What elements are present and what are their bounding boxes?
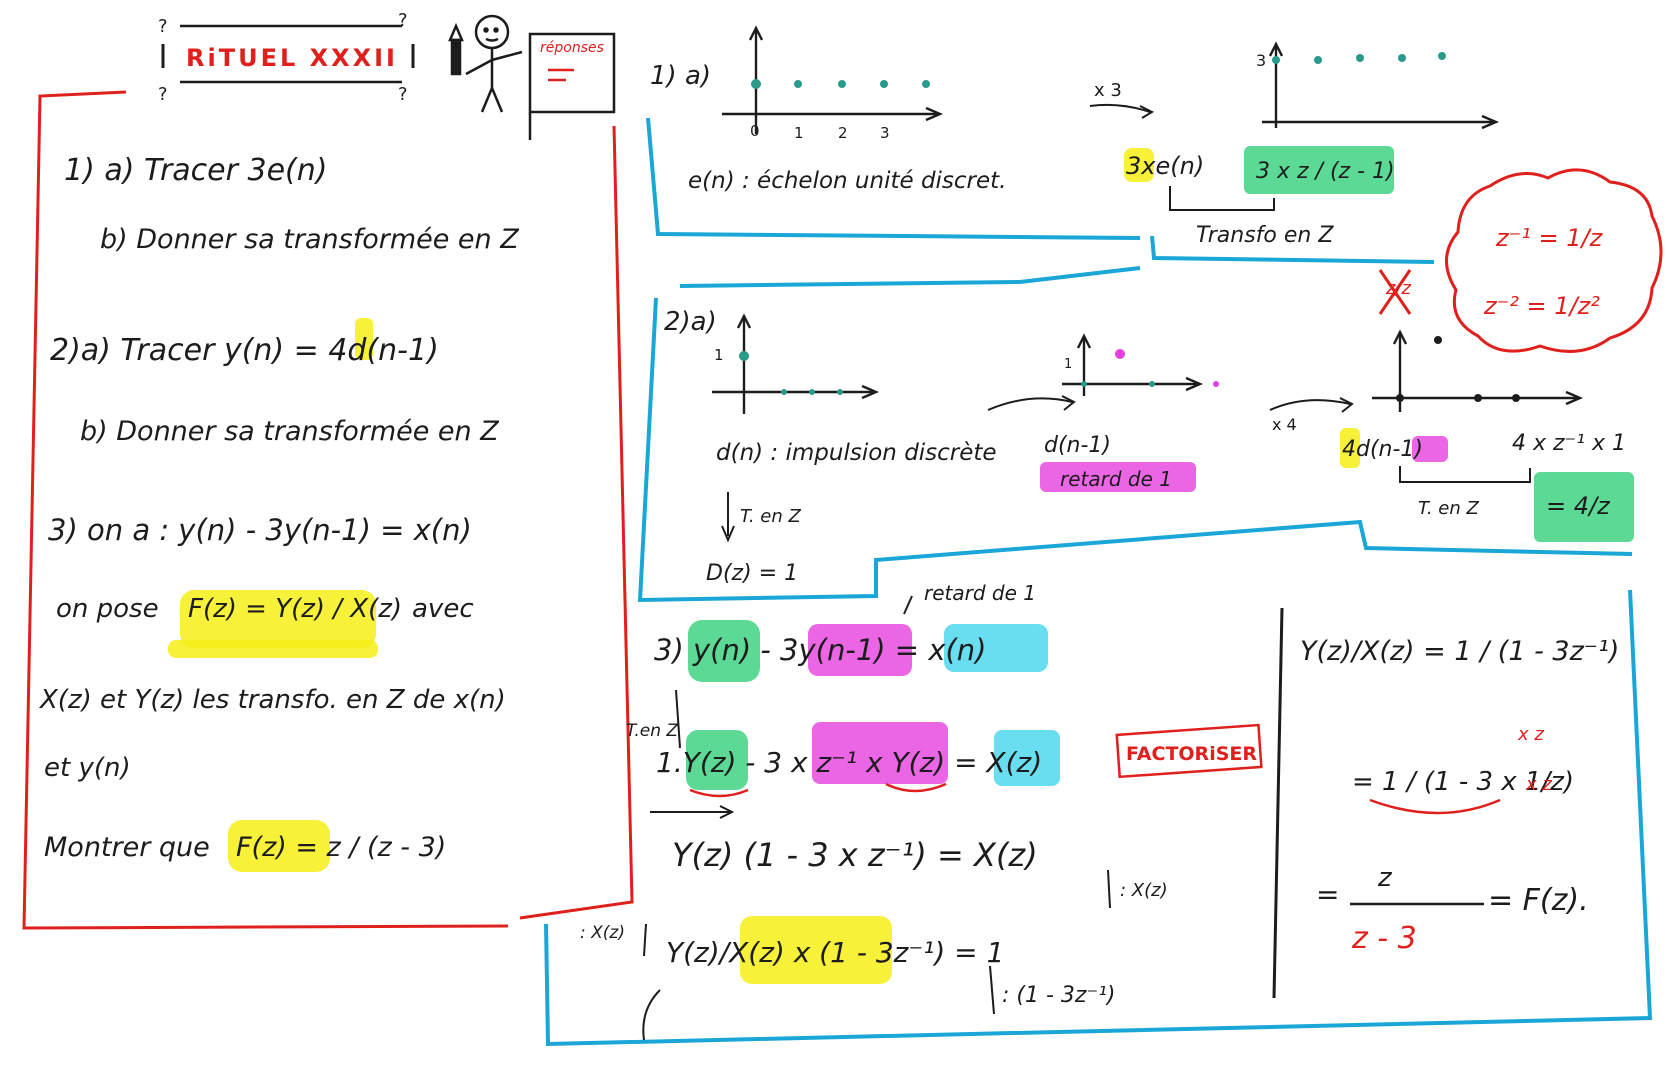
data-point xyxy=(751,79,761,89)
times-4-label: x 4 xyxy=(1272,415,1297,434)
scaled-shifted-plot xyxy=(1372,329,1584,412)
data-point xyxy=(1474,394,1482,402)
divide-by-xz: : X(z) xyxy=(1120,880,1168,901)
answer-2-panel: 2)a) 1 d(n) : impulsion discrète T. en Z… xyxy=(637,269,1634,603)
question-3-target: F(z) = z / (z - 3) xyxy=(236,832,446,863)
question-1a: 1) a) Tracer 3e(n) xyxy=(64,153,327,188)
equation-transformed: 1.Y(z) - 3 x z⁻¹ x Y(z) = X(z) xyxy=(656,746,1042,779)
answer-1-label: 1) a) xyxy=(650,61,711,91)
data-point xyxy=(880,80,888,88)
equation-divided: Y(z)/X(z) x (1 - 3z⁻¹) = 1 xyxy=(666,936,1004,969)
step-caption: e(n) : échelon unité discret. xyxy=(688,168,1007,194)
ratio-equation: Y(z)/X(z) = 1 / (1 - 3z⁻¹) xyxy=(1300,636,1619,667)
multiply-z-denominator: x z xyxy=(1525,774,1552,795)
result-numerator: z xyxy=(1377,863,1393,893)
y-tick-label: 1 xyxy=(714,346,724,364)
answer-1-panel: 1) a) 0 1 2 3 e(n) : échelon unité discr… xyxy=(646,25,1500,288)
data-point xyxy=(1396,394,1404,402)
tick-label: 3 xyxy=(880,124,890,142)
scaled-expression: 3xe(n) xyxy=(1126,152,1204,180)
shifted-transform-expression: 4 x z⁻¹ x 1 xyxy=(1512,431,1626,456)
factoriser-note: FACTORiSER xyxy=(1126,743,1257,765)
data-point xyxy=(1081,381,1087,387)
data-point xyxy=(1115,349,1125,359)
multiply-z-numerator: x z xyxy=(1517,724,1544,745)
page-title: RiTUEL XXXII xyxy=(186,44,398,72)
impulse-caption: d(n) : impulsion discrète xyxy=(716,440,997,466)
data-point xyxy=(922,80,930,88)
equation-difference: 3) y(n) - 3y(n-1) = x(n) xyxy=(654,633,987,667)
shift-note: retard de 1 xyxy=(1060,467,1172,491)
data-point xyxy=(1356,54,1364,62)
data-point xyxy=(1438,52,1446,60)
question-3-fz-definition: F(z) = Y(z) / X(z) xyxy=(188,594,402,624)
tick-label: 0 xyxy=(750,122,760,140)
responses-sign: réponses xyxy=(528,32,616,140)
data-point xyxy=(837,389,843,395)
question-3-avec: avec xyxy=(412,594,474,624)
impulse-transform: D(z) = 1 xyxy=(706,561,798,586)
question-1b: b) Donner sa transformée en Z xyxy=(100,224,519,255)
question-mark: ? xyxy=(158,16,168,37)
data-point xyxy=(1314,56,1322,64)
tick-label: 2 xyxy=(838,124,848,142)
impulse-transform-label: T. en Z xyxy=(740,506,802,527)
scaled-step-plot: 3 xyxy=(1256,41,1500,130)
answer-2-label: 2)a) xyxy=(664,307,717,337)
question-2b: b) Donner sa transformée en Z xyxy=(80,416,499,447)
shifted-impulse-plot: 1 xyxy=(1062,333,1219,396)
statement-panel: 1) a) Tracer 3e(n) b) Donner sa transfor… xyxy=(22,90,634,930)
responses-label: réponses xyxy=(540,40,604,56)
step-plot: 0 1 2 3 xyxy=(722,25,944,142)
scaled-shifted-expression: 4d(n-1) xyxy=(1342,437,1423,462)
stick-figure-icon xyxy=(448,14,523,113)
question-mark: ? xyxy=(398,84,408,105)
header: ? ? ? ? RiTUEL XXXII réponses xyxy=(158,10,616,140)
data-point xyxy=(838,80,846,88)
divide-by-xz-left: : X(z) xyxy=(580,923,625,943)
z-transform-label: T.en Z xyxy=(626,721,678,741)
question-3-given: 3) on a : y(n) - 3y(n-1) = x(n) xyxy=(48,513,472,547)
step-transform: 3 x z / (z - 1) xyxy=(1256,159,1395,184)
question-mark: ? xyxy=(158,84,168,105)
question-3-yn: et y(n) xyxy=(44,753,131,783)
impulse-plot: 1 xyxy=(712,313,880,414)
data-point xyxy=(781,389,787,395)
note-z-inverse: z⁻¹ = 1/z xyxy=(1495,224,1604,252)
data-point xyxy=(1272,56,1280,64)
y-tick-label: 3 xyxy=(1256,51,1266,70)
crossed-note: z/z xyxy=(1378,269,1412,315)
data-point xyxy=(1434,336,1442,344)
data-point xyxy=(739,351,749,361)
times-3-label: x 3 xyxy=(1094,80,1122,101)
y-tick-label: 1 xyxy=(1064,357,1072,372)
transform-label: Transfo en Z xyxy=(1196,223,1334,248)
data-point xyxy=(1512,394,1520,402)
data-point xyxy=(794,80,802,88)
ratio-substituted: = 1 / (1 - 3 x 1/z) xyxy=(1352,767,1574,797)
data-point xyxy=(1213,381,1219,387)
equation-factored: Y(z) (1 - 3 x z⁻¹) = X(z) xyxy=(672,836,1038,874)
data-point xyxy=(809,389,815,395)
shifted-transform-result: = 4/z xyxy=(1546,492,1611,520)
question-mark: ? xyxy=(398,10,408,31)
note-cloud: z⁻¹ = 1/z z⁻² = 1/z² xyxy=(1445,168,1663,353)
data-point xyxy=(1149,381,1155,387)
data-point xyxy=(1398,54,1406,62)
note-z-inverse-squared: z⁻² = 1/z² xyxy=(1483,292,1600,320)
question-2a: 2)a) Tracer y(n) = 4d(n-1) xyxy=(50,333,439,368)
tick-label: 1 xyxy=(794,124,804,142)
retard-note: retard de 1 xyxy=(924,581,1036,605)
answer-3-panel: retard de 1 3) y(n) - 3y(n-1) = x(n) T.e… xyxy=(544,581,1653,1047)
shifted-transform-label: T. en Z xyxy=(1418,498,1480,519)
question-3-on-pose: on pose xyxy=(56,594,159,624)
question-3-montrer: Montrer que xyxy=(44,832,210,863)
divide-by-paren: : (1 - 3z⁻¹) xyxy=(1002,983,1115,1008)
result-fz: = F(z). xyxy=(1488,883,1589,918)
question-3-transforms: X(z) et Y(z) les transfo. en Z de x(n) xyxy=(38,685,506,715)
shifted-expression: d(n-1) xyxy=(1044,433,1111,458)
result-denominator: z - 3 xyxy=(1351,921,1417,956)
equals-sign: = xyxy=(1316,878,1339,911)
